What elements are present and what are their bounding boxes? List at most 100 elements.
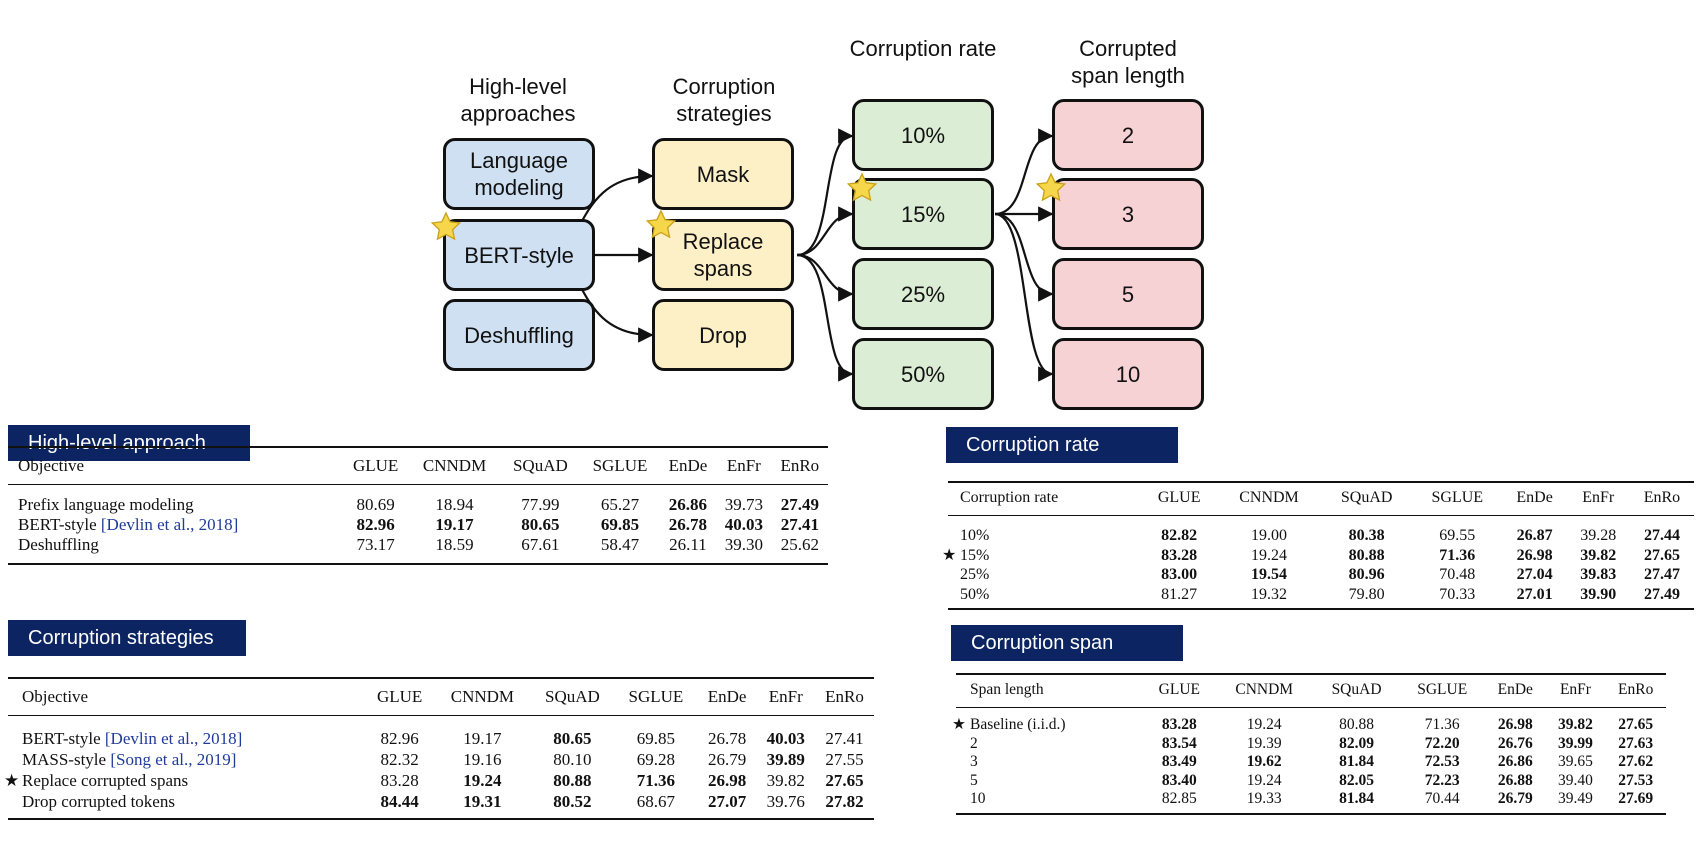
value-cell: 27.65 — [825, 771, 864, 790]
value-cell: 82.32 — [380, 750, 419, 769]
column-header: CNNDM — [450, 687, 515, 706]
value-cell: 69.55 — [1439, 527, 1476, 544]
value-cell: 27.47 — [1643, 566, 1680, 583]
value-cell: 27.62 — [1618, 753, 1654, 770]
value-cell: 40.03 — [724, 515, 763, 534]
value-cell: 82.09 — [1339, 734, 1374, 752]
row-label: 10% — [960, 527, 990, 544]
node-span-5: 5 — [1052, 258, 1204, 330]
row-label: BERT-style — [22, 729, 105, 748]
value-cell: 80.52 — [553, 792, 592, 811]
value-cell: 83.54 — [1161, 734, 1197, 752]
row-label-wrap: ★Replace corrupted spans — [4, 771, 188, 790]
value-cell: 19.33 — [1246, 790, 1282, 807]
value-cell: 27.63 — [1618, 734, 1654, 752]
value-cell: 27.82 — [825, 792, 864, 811]
objective-flow-diagram: High-level approaches Corruption strateg… — [0, 0, 1702, 420]
arrow-15-to-5 — [994, 212, 1054, 302]
arrow-15-to-10 — [994, 212, 1054, 382]
value-cell: 69.85 — [600, 515, 640, 534]
row-label: 5 — [970, 771, 978, 789]
value-cell: 83.28 — [1161, 546, 1198, 564]
value-cell: 39.28 — [1580, 527, 1617, 544]
value-cell: 27.53 — [1618, 771, 1654, 789]
value-cell: 39.30 — [724, 535, 763, 554]
section-corruption-span-length: Corruption span length — [951, 625, 1183, 690]
value-cell: 67.61 — [521, 535, 560, 554]
value-cell: 39.82 — [1558, 716, 1593, 733]
value-cell: 19.32 — [1251, 585, 1287, 603]
value-cell: 82.85 — [1161, 790, 1197, 807]
star-icon: ★ — [952, 716, 966, 733]
value-cell: 19.00 — [1251, 527, 1287, 544]
value-cell: 27.41 — [825, 729, 864, 748]
column-header: EnFr — [726, 456, 761, 475]
row-label-wrap: 5 — [970, 772, 978, 789]
node-rate-10: 10% — [852, 99, 994, 171]
value-cell: 80.38 — [1348, 527, 1385, 544]
column-header: GLUE — [1158, 681, 1200, 698]
row-label-wrap: ★Baseline (i.i.d.) — [952, 716, 1066, 733]
value-cell: 39.65 — [1558, 753, 1593, 770]
column-header: EnFr — [1559, 681, 1591, 698]
row-label: Deshuffling — [18, 535, 99, 554]
row-label-wrap: 10% — [960, 527, 989, 544]
value-cell: 39.76 — [766, 792, 805, 811]
value-cell: 39.89 — [766, 750, 805, 769]
row-label-wrap: ★15% — [942, 547, 989, 564]
value-cell: 69.28 — [636, 750, 675, 769]
column-header: GLUE — [376, 687, 423, 706]
citation-link[interactable]: [Devlin et al., 2018] — [104, 729, 243, 748]
row-label-wrap: MASS-style [Song et al., 2019] — [22, 750, 236, 769]
row-label-cell: 2 — [956, 735, 1144, 754]
star-icon — [430, 211, 462, 241]
row-label-cell: Drop corrupted tokens — [8, 791, 365, 819]
value-cell: 39.73 — [724, 495, 763, 514]
value-cell: 81.84 — [1339, 753, 1374, 770]
value-cell: 18.59 — [435, 535, 474, 554]
value-cell: 27.41 — [780, 515, 819, 534]
column-header: CNNDM — [1235, 681, 1294, 698]
value-cell: 27.04 — [1516, 566, 1553, 583]
arrow-replace-to-50 — [796, 253, 854, 382]
node-rate-25: 25% — [852, 258, 994, 330]
value-cell: 81.84 — [1339, 790, 1374, 807]
column-header: Objective — [22, 687, 89, 706]
column-heading-strategies: Corruption strategies — [672, 74, 776, 126]
star-icon — [1035, 172, 1067, 202]
citation-link[interactable]: [Song et al., 2019] — [110, 750, 237, 769]
value-cell: 84.44 — [380, 792, 419, 811]
value-cell: 26.87 — [1516, 527, 1553, 544]
row-label: BERT-style — [18, 515, 101, 534]
value-cell: 71.36 — [636, 771, 675, 790]
value-cell: 27.65 — [1643, 546, 1680, 564]
value-cell: 82.96 — [356, 515, 395, 534]
row-label-cell: BERT-style [Devlin et al., 2018] — [8, 515, 343, 535]
citation-link[interactable]: [Devlin et al., 2018] — [100, 515, 239, 534]
value-cell: 72.23 — [1424, 771, 1460, 789]
value-cell: 39.40 — [1558, 771, 1593, 789]
value-cell: 27.69 — [1618, 790, 1654, 807]
value-cell: 69.85 — [636, 729, 675, 748]
column-header: CNNDM — [422, 456, 487, 475]
column-header: SGLUE — [592, 456, 648, 475]
value-cell: 19.17 — [463, 729, 502, 748]
column-header: EnRo — [780, 456, 820, 475]
row-label: Drop corrupted tokens — [22, 792, 175, 811]
row-label-wrap: Deshuffling — [18, 535, 99, 554]
column-heading-rate: Corruption rate — [849, 36, 997, 61]
column-heading-approaches: High-level approaches — [460, 74, 576, 126]
node-span-3: 3 — [1052, 178, 1204, 250]
value-cell: 80.65 — [521, 515, 560, 534]
value-cell: 80.88 — [1339, 716, 1374, 733]
row-label-wrap: 50% — [960, 586, 989, 603]
